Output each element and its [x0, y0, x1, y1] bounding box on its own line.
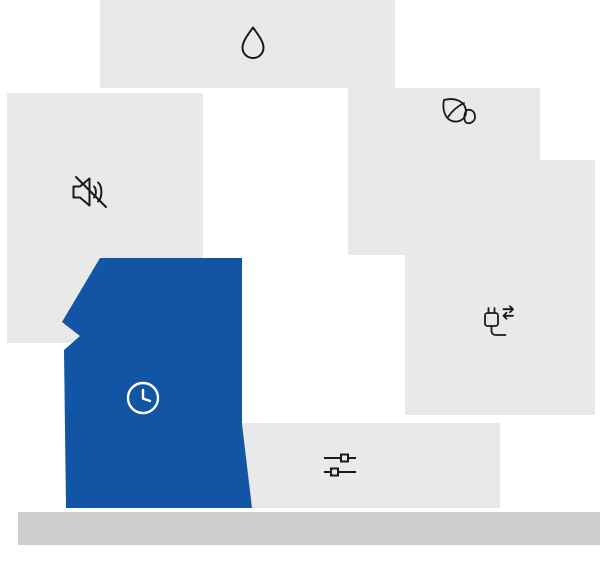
bottom-bar — [18, 512, 600, 545]
tile-timer-selected — [62, 258, 252, 508]
power-source-swap-icon — [484, 305, 514, 336]
eco-leaves-icon — [442, 98, 476, 125]
sliders-icon — [324, 453, 356, 477]
droplet-icon — [241, 26, 265, 59]
tile-water[interactable] — [100, 0, 395, 88]
tile-power-source[interactable] — [405, 160, 595, 415]
tile-settings[interactable] — [210, 423, 500, 508]
volume-muted-icon — [72, 176, 107, 208]
selected-tile-shape[interactable] — [62, 258, 252, 508]
clock-icon — [126, 381, 160, 415]
